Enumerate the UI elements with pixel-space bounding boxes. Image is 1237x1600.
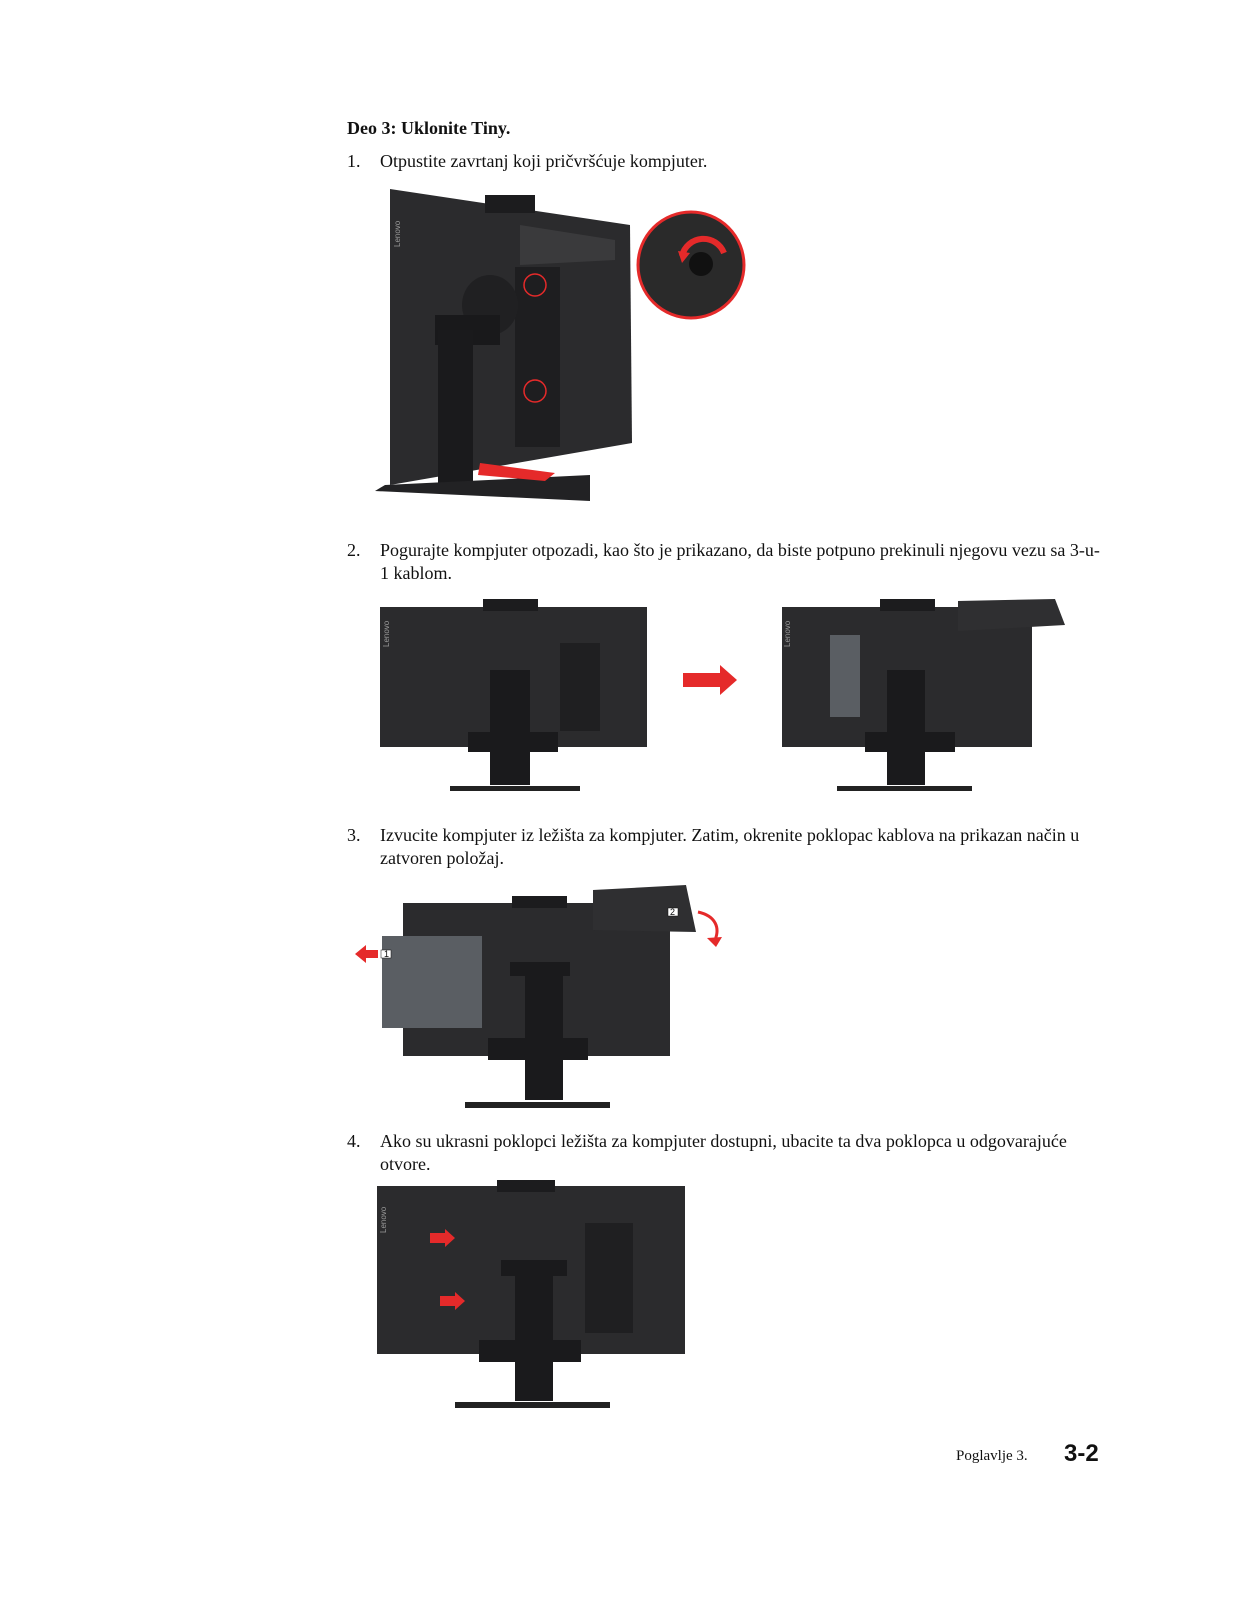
rotate-arrow-icon xyxy=(697,910,719,941)
stand-column xyxy=(490,670,530,785)
arrow-left-icon xyxy=(355,945,378,963)
stand-column xyxy=(525,965,563,1100)
screw-detail xyxy=(689,252,713,276)
arrow-right-icon xyxy=(683,665,737,695)
brand-label: Lenovo xyxy=(382,620,391,647)
step-number: 4. xyxy=(347,1131,361,1151)
chapter-label: Poglavlje 3. xyxy=(956,1448,1028,1464)
webcam xyxy=(497,1180,555,1192)
figure-step-3: 2 1 xyxy=(355,885,722,1108)
page-number: 3-2 xyxy=(1064,1440,1099,1467)
step-text: Pogurajte kompjuter otpozadi, kao što je… xyxy=(380,540,1100,583)
step-text: Ako su ukrasni poklopci ležišta za kompj… xyxy=(380,1131,1067,1174)
step-badge-label: 1 xyxy=(384,949,389,959)
section-title: Deo 3: Uklonite Tiny. xyxy=(347,118,511,138)
vent-grille xyxy=(520,225,615,265)
stand-base xyxy=(450,786,580,791)
step-badge-label: 2 xyxy=(670,907,675,917)
arrow-right-icon xyxy=(440,1292,465,1310)
step-2: 2. Pogurajte kompjuter otpozadi, kao što… xyxy=(347,539,1107,585)
stand-column xyxy=(438,330,473,490)
step-3: 3. Izvucite kompjuter iz ležišta za komp… xyxy=(347,824,1107,870)
stand-base xyxy=(375,475,590,501)
rotate-arrow-head-icon xyxy=(678,251,690,263)
step-text: Otpustite zavrtanj koji pričvršćuje komp… xyxy=(380,151,708,171)
step-1: 1. Otpustite zavrtanj koji pričvršćuje k… xyxy=(347,150,1107,173)
brand-label: Lenovo xyxy=(393,220,402,247)
empty-bay-panel xyxy=(830,635,860,717)
step-badge xyxy=(380,949,392,959)
stand-base xyxy=(837,786,972,791)
stand-connector xyxy=(488,1038,588,1060)
figure-step-2: Lenovo Lenovo xyxy=(380,599,1065,791)
step-number: 1. xyxy=(347,151,361,171)
tiny-computer xyxy=(593,885,696,932)
screw-marker xyxy=(523,273,547,297)
step-text: Izvucite kompjuter iz ležišta za kompjut… xyxy=(380,825,1080,868)
webcam xyxy=(483,599,538,611)
rotate-arrow-head-icon xyxy=(707,937,722,947)
step-4: 4. Ako su ukrasni poklopci ležišta za ko… xyxy=(347,1130,1107,1176)
stand-arm xyxy=(510,962,570,976)
stand-arm xyxy=(501,1260,567,1276)
stand-base xyxy=(455,1402,610,1408)
tiny-computer xyxy=(958,599,1065,631)
webcam xyxy=(485,195,535,213)
removed-computer xyxy=(382,936,482,1028)
stand-connector xyxy=(468,732,558,752)
stand-column xyxy=(515,1276,553,1401)
screw-marker xyxy=(523,379,547,403)
figure-step-1: Lenovo xyxy=(375,189,746,501)
arrow-right-icon xyxy=(430,1229,455,1247)
stand-connector xyxy=(479,1340,581,1362)
stand-column xyxy=(887,670,925,785)
stand-connector xyxy=(865,732,955,752)
rotate-arrow-icon xyxy=(679,235,727,257)
stand-base xyxy=(465,1102,610,1108)
step-badge xyxy=(667,907,679,917)
brand-label: Lenovo xyxy=(379,1206,388,1233)
step-number: 2. xyxy=(347,540,361,560)
base-accent xyxy=(478,463,555,481)
step-number: 3. xyxy=(347,825,361,845)
webcam xyxy=(880,599,935,611)
figure-step-4: Lenovo xyxy=(377,1180,685,1408)
computer-bay xyxy=(515,267,560,447)
computer-bay xyxy=(560,643,600,731)
computer-bay xyxy=(585,1223,633,1333)
webcam xyxy=(512,896,567,908)
brand-label: Lenovo xyxy=(783,620,792,647)
monitor-back xyxy=(390,189,632,485)
